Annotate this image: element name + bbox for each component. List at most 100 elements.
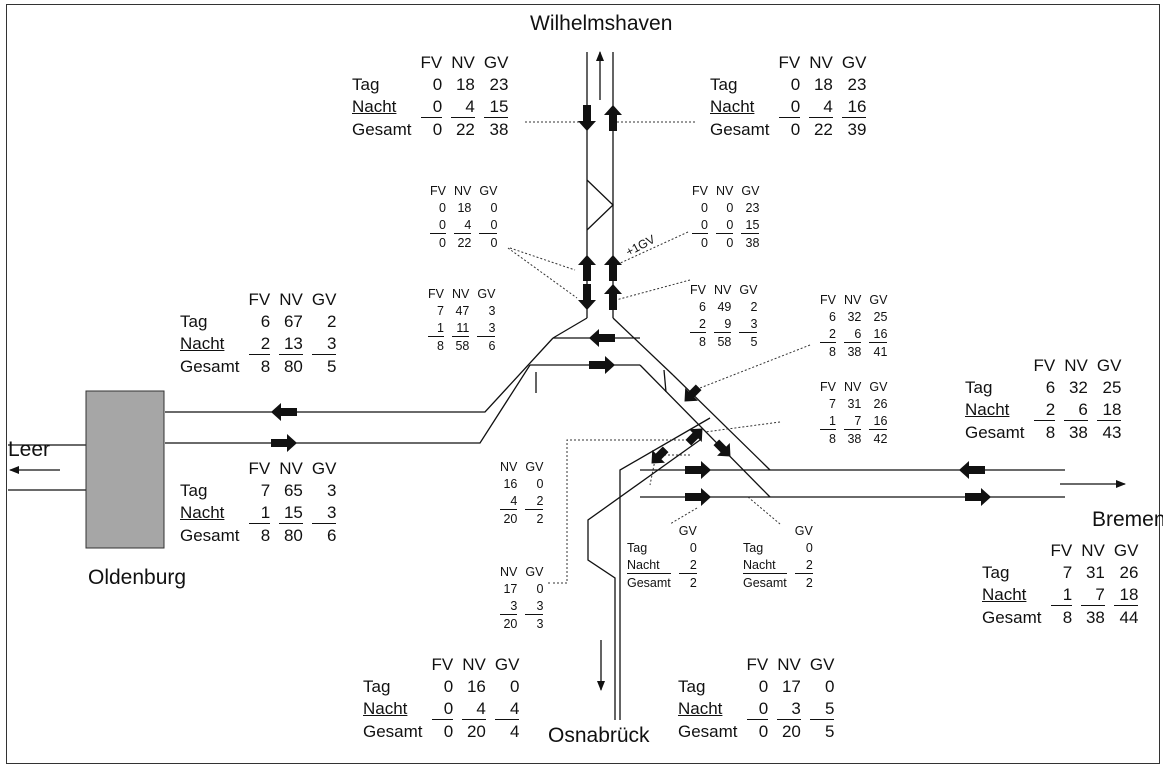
cell: 0 [479,218,498,234]
header-gv: GV [741,184,760,198]
cell: 16 [869,327,888,343]
row-label-tag: Tag [352,75,380,94]
cell: 3 [525,599,544,615]
header-gv: GV [311,459,337,478]
header-fv: FV [430,184,446,198]
cell: 2 [536,512,544,526]
cell-gesamt: 22 [813,120,833,139]
cell: 3 [477,321,496,337]
cell: 11 [451,321,470,337]
header-gv: GV [794,524,813,538]
cell: 9 [713,317,732,333]
train-arrow-right [271,434,297,452]
cell-gesamt: 8 [1045,423,1056,442]
cell: 0 [715,218,734,234]
row-label-nacht: Nacht [965,400,1010,419]
header-gv: GV [479,184,498,198]
cell-gesamt: 0 [758,722,769,741]
cell-gesamt: 5 [326,357,337,376]
cell-nacht: 2 [1033,400,1056,421]
cell-tag: 0 [432,75,443,94]
header-fv: FV [690,283,706,297]
cell-tag: 65 [283,481,303,500]
cell-tag: 0 [824,677,835,696]
cell: 41 [873,345,888,359]
header-gv: GV [678,524,697,538]
cell: 31 [847,397,862,411]
header-nv: NV [809,53,833,72]
cell-tag: 0 [689,541,697,555]
header-nv: NV [713,283,732,297]
header-nv: NV [1064,356,1088,375]
cell: 7 [843,414,862,430]
header-gv: GV [483,53,509,72]
cell: 20 [503,617,518,631]
station-osnabrueck: Osnabrück [548,724,650,747]
cell-nacht: 4 [494,699,520,720]
row-label-nacht: Nacht [180,503,225,522]
cell-gesamt: 5 [824,722,835,741]
cell: 8 [699,335,706,349]
cell-tag: 7 [1062,563,1073,582]
cell: 0 [490,236,498,250]
cell: 6 [699,300,706,314]
cell-nacht: 15 [483,97,509,118]
table-corner [180,290,240,310]
osnabrueck-track-2 [587,439,701,720]
cell-gesamt: 6 [326,526,337,545]
header-nv: NV [843,380,862,394]
header-nv: NV [715,184,734,198]
cell: 1 [820,414,836,430]
cell-nacht: 4 [809,97,833,118]
cell-nacht: 4 [462,699,486,720]
table-corner [965,356,1025,376]
cell-gesamt: 2 [689,576,697,590]
cell-tag: 16 [466,677,486,696]
cell: 23 [745,201,760,215]
header-gv: GV [477,287,496,301]
cell: 0 [726,236,734,250]
station-leer: Leer [8,438,51,461]
cell-tag: 67 [283,312,303,331]
header-gv: GV [494,655,520,674]
row-label-tag: Tag [180,312,208,331]
cell-tag: 0 [758,677,769,696]
header-fv: FV [692,184,708,198]
cell-tag: 18 [455,75,475,94]
row-label-gesamt: Gesamt [180,357,240,376]
cell-gesamt: 0 [790,120,801,139]
cell-tag: 23 [489,75,509,94]
cell-nacht: 3 [311,334,337,355]
cell-nacht: 18 [1113,585,1139,606]
header-gv: GV [525,565,544,579]
cell: 2 [525,494,544,510]
cell: 0 [430,218,446,234]
train-arrow-up [604,105,622,131]
cell: 42 [873,432,888,446]
cell: 32 [847,310,862,324]
cell: 47 [455,304,470,318]
header-fv: FV [428,287,444,301]
cell-nacht: 3 [311,503,337,524]
cell-gesamt: 4 [509,722,520,741]
station-bremen: Bremen [1092,508,1163,531]
row-label-gesamt: Gesamt [627,576,671,590]
row-label-gesamt: Gesamt [678,722,738,741]
header-fv: FV [820,380,836,394]
cell-nacht: 18 [1096,400,1122,421]
cell-gesamt: 38 [1085,608,1105,627]
cell: 8 [437,339,444,353]
cell-tag: 0 [509,677,520,696]
cell-tag: 0 [790,75,801,94]
header-nv: NV [1081,541,1105,560]
